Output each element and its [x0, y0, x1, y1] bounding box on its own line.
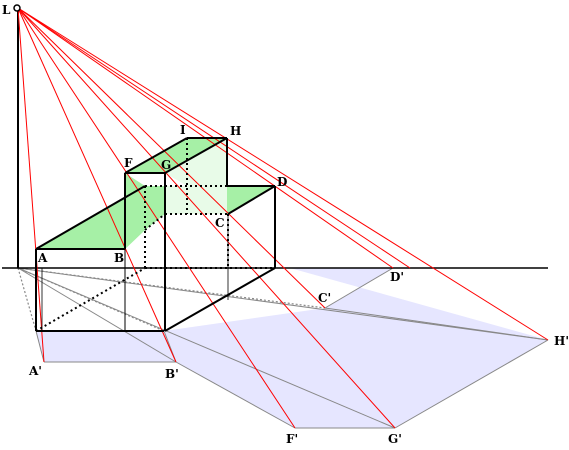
label-a-shadow: A' — [28, 364, 42, 378]
ray-to-g-shadow — [17, 7, 396, 429]
shadow-polygon — [36, 268, 548, 428]
shadow-dashed-2 — [17, 267, 165, 332]
edge-bottom-right — [164, 267, 276, 332]
label-b: B — [114, 251, 124, 265]
edge-g-h — [164, 137, 228, 174]
shadow-edge-b-f — [175, 361, 296, 429]
shadow-edge-c-d — [324, 267, 394, 309]
light-source-marker — [13, 4, 21, 12]
upper-top-face-far — [165, 138, 227, 186]
label-f: F — [124, 156, 133, 170]
hidden-bottom-back — [35, 267, 146, 332]
label-f-shadow: F' — [286, 432, 298, 446]
label-h: H — [230, 124, 241, 138]
hidden-inner-diag — [144, 213, 166, 231]
label-c: C — [215, 216, 225, 230]
label-a: A — [37, 251, 48, 265]
object-edges — [35, 137, 276, 332]
label-c-shadow: C' — [318, 291, 331, 305]
edge-a-back — [35, 185, 146, 250]
shadow-dashed-1 — [17, 267, 37, 332]
label-d: D — [277, 175, 287, 189]
label-l: L — [2, 3, 11, 17]
ray-to-f-shadow — [17, 7, 296, 429]
ray-to-c-shadow — [17, 7, 326, 309]
label-g: G — [161, 158, 171, 172]
shadow-edge-hidden-1 — [17, 267, 177, 363]
label-d-shadow: D' — [390, 270, 404, 284]
projection-lines — [41, 214, 229, 331]
edge-f-i — [124, 137, 188, 174]
shadow-region — [17, 267, 549, 429]
shadow-edge-g-h — [394, 339, 549, 429]
ray-to-h-shadow — [17, 7, 549, 341]
ray-to-b-shadow — [17, 7, 177, 363]
label-b-shadow: B' — [165, 367, 179, 381]
labels: L A B C D F G H I A' B' C' D' F' G' H' — [2, 3, 569, 446]
upper-top-face — [125, 138, 227, 173]
shadow-edge-a-foot — [35, 330, 45, 363]
label-i: I — [180, 123, 186, 137]
label-g-shadow: G' — [388, 432, 402, 446]
upper-inner-light — [165, 186, 227, 214]
shadow-dashed-3 — [17, 267, 326, 309]
ray-to-a-shadow — [17, 7, 45, 363]
label-h-shadow: H' — [554, 334, 569, 348]
edge-d-c — [227, 185, 276, 215]
